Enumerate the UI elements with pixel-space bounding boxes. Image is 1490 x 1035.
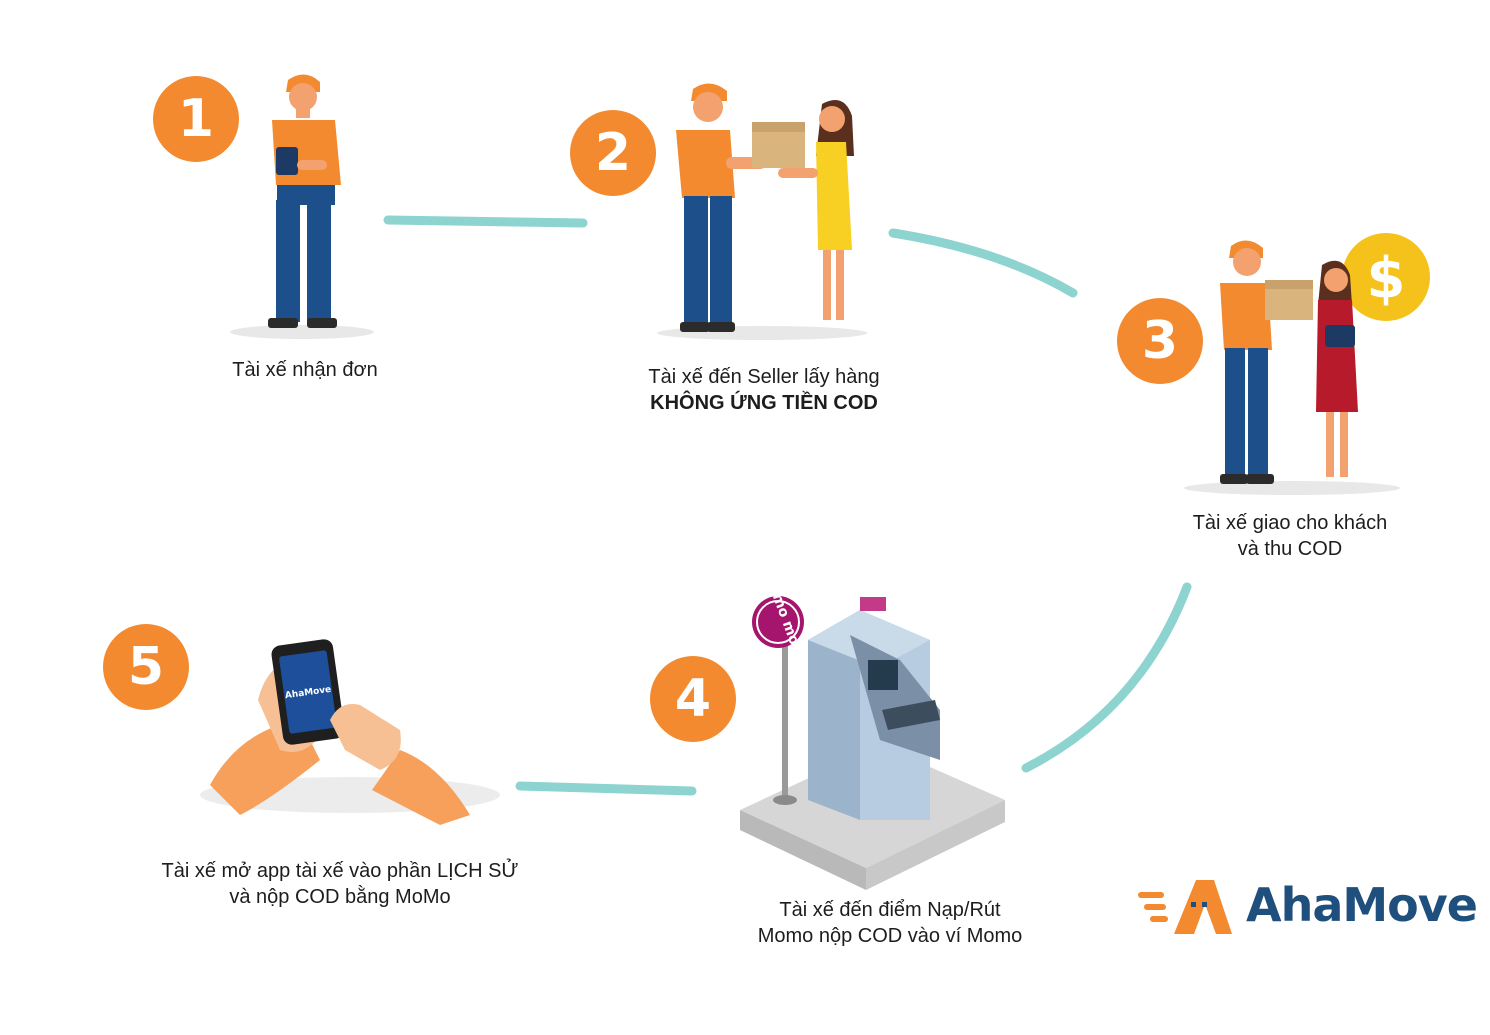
connector-3-4 — [1021, 582, 1192, 773]
step-2-caption-emphasis: KHÔNG ỨNG TIỀN COD — [650, 392, 878, 414]
ahamove-logo-icon — [1138, 880, 1232, 934]
driver-figure — [230, 74, 374, 339]
step-2-badge: 2 — [570, 110, 656, 196]
step-1-badge: 1 — [153, 76, 239, 162]
step-3-caption: Tài xế giao cho khách và thu COD — [1170, 510, 1410, 562]
connector-2-3 — [888, 228, 1078, 298]
delivery-figure: $ — [1184, 233, 1430, 495]
step-5-caption: Tài xế mở app tài xế vào phần LỊCH SỬ và… — [140, 858, 540, 910]
handover-figure — [657, 83, 867, 340]
dollar-coin — [1342, 233, 1430, 321]
step-5-caption-line-1: Tài xế mở app tài xế vào phần LỊCH SỬ — [161, 860, 519, 882]
step-3-caption-line-2: và thu COD — [1237, 538, 1343, 560]
step-3-badge: 3 — [1117, 298, 1203, 384]
step-1-caption-line-1: Tài xế nhận đơn — [232, 359, 378, 381]
phone-hands: AhaMove — [200, 639, 500, 825]
step-4-badge: 4 — [650, 656, 736, 742]
step-5-caption-line-2: và nộp COD bằng MoMo — [229, 886, 451, 908]
step-2-caption-line-1: Tài xế đến Seller lấy hàng — [648, 366, 880, 388]
step-1-caption: Tài xế nhận đơn — [205, 357, 405, 383]
step-4-caption: Tài xế đến điểm Nạp/Rút Momo nộp COD vào… — [730, 897, 1050, 949]
momo-atm: mo mo — [740, 591, 1005, 890]
step-2-caption: Tài xế đến Seller lấy hàng KHÔNG ỨNG TIỀ… — [614, 364, 914, 416]
step-3-caption-line-1: Tài xế giao cho khách — [1192, 512, 1388, 534]
ahamove-logo: AhaMove — [1136, 872, 1478, 942]
dollar-symbol: $ — [1367, 246, 1406, 311]
step-4-caption-line-1: Tài xế đến điểm Nạp/Rút — [779, 899, 1001, 921]
connector-4-5 — [515, 781, 697, 796]
step-4-caption-line-2: Momo nộp COD vào ví Momo — [757, 925, 1023, 947]
step-5-badge: 5 — [103, 624, 189, 710]
connector-1-2 — [383, 215, 588, 228]
brand-name: AhaMove — [1246, 878, 1478, 932]
